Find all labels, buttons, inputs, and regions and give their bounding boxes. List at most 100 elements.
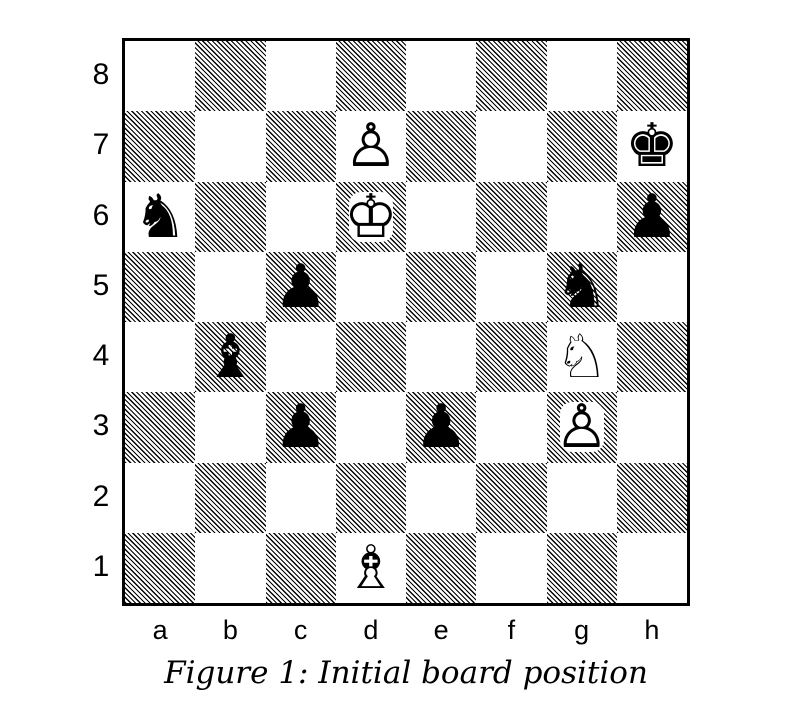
square-a6: ♞ bbox=[125, 182, 195, 252]
file-label: f bbox=[507, 615, 516, 645]
square-g8 bbox=[547, 41, 617, 111]
white-king-piece: ♔ bbox=[343, 181, 398, 252]
square-e8 bbox=[406, 41, 476, 111]
square-h7: ♚ bbox=[617, 111, 687, 181]
black-bishop-piece: ♝ bbox=[203, 322, 258, 393]
square-c8 bbox=[266, 41, 336, 111]
rank-label: 8 bbox=[92, 58, 110, 92]
file-label: b bbox=[222, 615, 238, 645]
square-e3: ♟ bbox=[406, 392, 477, 463]
rank-label: 2 bbox=[92, 479, 110, 513]
white-knight-piece: ♘ bbox=[554, 322, 609, 393]
chess-board: ♙♚♞♔♟♟♞♝♘♟♟♙♗ bbox=[122, 38, 690, 606]
file-label: g bbox=[574, 615, 590, 645]
piece-backing bbox=[348, 542, 393, 593]
square-c7 bbox=[265, 111, 336, 182]
piece-backing bbox=[559, 402, 604, 453]
rank-label: 7 bbox=[92, 128, 110, 162]
piece-backing bbox=[559, 332, 604, 383]
file-label: h bbox=[644, 615, 660, 645]
rank-label: 4 bbox=[92, 339, 110, 373]
rank-label: 6 bbox=[92, 198, 110, 232]
square-a4 bbox=[125, 322, 195, 392]
square-h4 bbox=[616, 322, 687, 393]
square-b6 bbox=[195, 181, 266, 252]
square-g7 bbox=[546, 111, 617, 182]
black-pawn-piece: ♟ bbox=[414, 392, 469, 463]
square-d4 bbox=[335, 322, 406, 393]
square-c4 bbox=[266, 322, 336, 392]
rank-label: 5 bbox=[92, 268, 110, 302]
square-g4: ♘ bbox=[547, 322, 617, 392]
square-e4 bbox=[406, 322, 476, 392]
square-b3 bbox=[195, 392, 265, 462]
square-h8 bbox=[616, 41, 687, 112]
figure-caption: Figure 1: Initial board position bbox=[164, 655, 648, 691]
square-d5 bbox=[336, 252, 406, 322]
square-f4 bbox=[476, 322, 547, 393]
square-h3 bbox=[617, 392, 687, 462]
file-label: d bbox=[363, 615, 379, 645]
rank-label: 3 bbox=[92, 409, 110, 443]
white-bishop-piece: ♗ bbox=[343, 532, 398, 603]
square-e7 bbox=[406, 111, 477, 182]
square-f7 bbox=[476, 111, 546, 181]
square-d6: ♔ bbox=[335, 181, 406, 252]
square-b5 bbox=[195, 252, 265, 322]
square-g1 bbox=[546, 532, 617, 603]
square-a8 bbox=[125, 41, 195, 111]
square-h5 bbox=[617, 252, 687, 322]
square-a5 bbox=[125, 251, 196, 322]
file-label: e bbox=[433, 615, 449, 645]
square-a7 bbox=[125, 111, 196, 182]
black-pawn-piece: ♟ bbox=[273, 251, 328, 322]
square-b8 bbox=[195, 41, 266, 112]
square-e6 bbox=[406, 182, 476, 252]
black-knight-piece: ♞ bbox=[554, 251, 609, 322]
square-c1 bbox=[265, 532, 336, 603]
square-c2 bbox=[266, 463, 336, 533]
square-h2 bbox=[616, 462, 687, 533]
square-f8 bbox=[476, 41, 547, 112]
file-label: c bbox=[293, 615, 308, 645]
square-e5 bbox=[406, 251, 477, 322]
rank-label: 1 bbox=[92, 549, 110, 583]
square-d3 bbox=[336, 392, 406, 462]
square-f5 bbox=[476, 252, 546, 322]
square-g5: ♞ bbox=[546, 251, 617, 322]
square-h1 bbox=[617, 533, 687, 603]
square-d1: ♗ bbox=[336, 533, 406, 603]
square-a3 bbox=[125, 392, 196, 463]
square-b4: ♝ bbox=[195, 322, 266, 393]
piece-backing bbox=[348, 191, 393, 242]
square-c5: ♟ bbox=[265, 251, 336, 322]
square-b7 bbox=[195, 111, 265, 181]
square-a2 bbox=[125, 463, 195, 533]
black-king-piece: ♚ bbox=[624, 111, 679, 182]
square-g3: ♙ bbox=[546, 392, 617, 463]
square-c3: ♟ bbox=[265, 392, 336, 463]
file-label: a bbox=[152, 615, 168, 645]
white-pawn-piece: ♙ bbox=[343, 111, 398, 182]
square-e2 bbox=[406, 463, 476, 533]
square-g2 bbox=[547, 463, 617, 533]
black-pawn-piece: ♟ bbox=[624, 181, 679, 252]
square-b2 bbox=[195, 462, 266, 533]
square-d2 bbox=[335, 462, 406, 533]
square-g6 bbox=[547, 182, 617, 252]
square-f2 bbox=[476, 462, 547, 533]
square-c6 bbox=[266, 182, 336, 252]
square-a1 bbox=[125, 532, 196, 603]
black-knight-piece: ♞ bbox=[133, 181, 188, 252]
piece-backing bbox=[348, 121, 393, 172]
square-f6 bbox=[476, 181, 547, 252]
square-f3 bbox=[476, 392, 546, 462]
square-f1 bbox=[476, 533, 546, 603]
square-h6: ♟ bbox=[616, 181, 687, 252]
square-e1 bbox=[406, 532, 477, 603]
square-d7: ♙ bbox=[336, 111, 406, 181]
white-pawn-piece: ♙ bbox=[554, 392, 609, 463]
square-d8 bbox=[335, 41, 406, 112]
black-pawn-piece: ♟ bbox=[273, 392, 328, 463]
